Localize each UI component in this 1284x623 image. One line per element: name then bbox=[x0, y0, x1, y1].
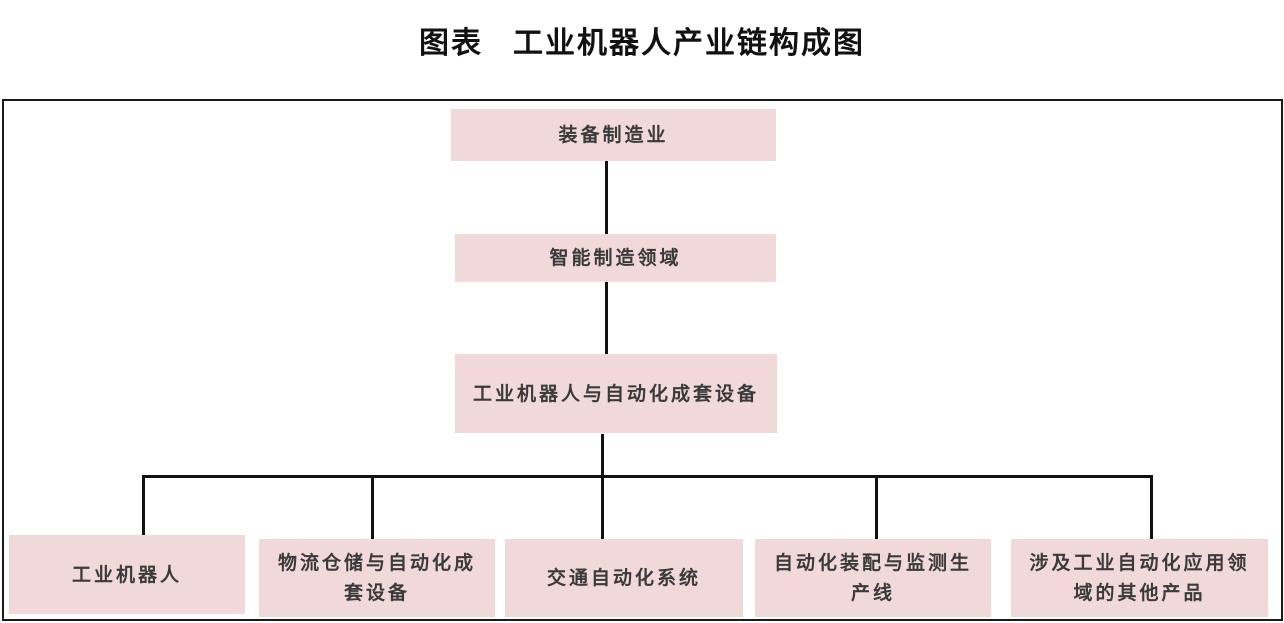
connector-level1-level2 bbox=[605, 160, 608, 235]
connector-child-1 bbox=[142, 475, 145, 538]
node-industrial-robots: 工业机器人 bbox=[9, 535, 245, 614]
node-other-automation-products: 涉及工业自动化应用领域的其他产品 bbox=[1011, 539, 1268, 617]
node-traffic-automation: 交通自动化系统 bbox=[505, 539, 743, 617]
node-label: 自动化装配与监测生产线 bbox=[773, 552, 972, 604]
node-label: 物流仓储与自动化成套设备 bbox=[277, 552, 476, 604]
diagram-title: 图表工业机器人产业链构成图 bbox=[0, 18, 1284, 62]
node-equipment-manufacturing: 装备制造业 bbox=[451, 109, 776, 161]
title-text: 工业机器人产业链构成图 bbox=[513, 26, 865, 61]
node-label: 交通自动化系统 bbox=[546, 567, 701, 589]
title-prefix: 图表 bbox=[419, 26, 483, 61]
node-intelligent-manufacturing: 智能制造领域 bbox=[455, 234, 776, 282]
connector-level2-level3 bbox=[605, 281, 608, 354]
connector-child-2 bbox=[371, 475, 374, 540]
connector-level3-bus bbox=[601, 434, 604, 478]
diagram-frame bbox=[2, 99, 1283, 621]
connector-child-4 bbox=[875, 475, 878, 540]
node-robots-automation-equipment: 工业机器人与自动化成套设备 bbox=[455, 354, 777, 433]
node-assembly-inspection-lines: 自动化装配与监测生产线 bbox=[755, 539, 991, 617]
connector-child-5 bbox=[1150, 475, 1153, 540]
node-label: 工业机器人 bbox=[71, 563, 182, 586]
connector-horizontal-bus bbox=[142, 475, 1153, 478]
node-label: 工业机器人与自动化成套设备 bbox=[472, 382, 759, 405]
node-label: 装备制造业 bbox=[558, 124, 669, 146]
node-logistics-warehousing: 物流仓储与自动化成套设备 bbox=[259, 539, 495, 617]
node-label: 智能制造领域 bbox=[549, 247, 682, 269]
node-label: 涉及工业自动化应用领域的其他产品 bbox=[1029, 552, 1250, 604]
connector-child-3 bbox=[601, 475, 604, 540]
